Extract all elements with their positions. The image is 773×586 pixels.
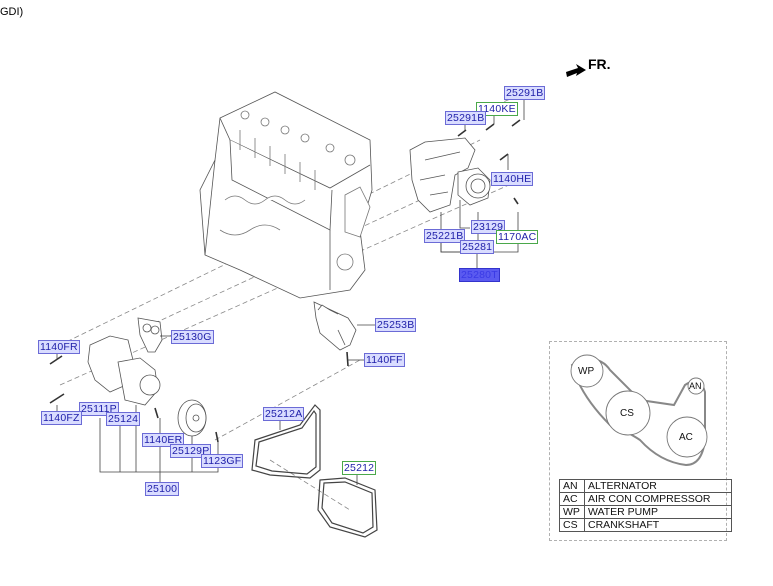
legend-row: CS CRANKSHAFT [559,518,732,532]
part-label-25253B[interactable]: 25253B [375,318,417,332]
part-label-25291B[interactable]: 25291B [445,111,487,125]
legend-name: CRANKSHAFT [584,518,732,532]
legend-name: WATER PUMP [584,505,732,519]
part-label-25130G[interactable]: 25130G [171,330,214,344]
legend-name: AIR CON COMPRESSOR [584,492,732,506]
gasket-drawing [137,317,163,353]
belt-routing-schematic [570,354,708,467]
pulley-label-ac: AC [679,432,693,443]
part-label-1140HE[interactable]: 1140HE [491,172,534,186]
legend-name: ALTERNATOR [584,479,732,493]
legend-abbr: AN [559,479,585,493]
part-label-25291B[interactable]: 25291B [504,86,546,100]
part-label-1140ER[interactable]: 1140ER [142,433,185,447]
drive-belt-drawing [251,404,378,538]
pulley-label-an: AN [689,381,702,391]
part-label-1140FZ[interactable]: 1140FZ [41,411,82,425]
pulley-legend-table: AN ALTERNATOR AC AIR CON COMPRESSOR WP W… [559,479,732,532]
tensioner-bracket-drawing [409,137,491,213]
water-pump-drawing [87,335,207,437]
part-label-25212A[interactable]: 25212A [263,407,305,421]
part-label-1123GF[interactable]: 1123GF [201,454,244,468]
pulley-label-cs: CS [620,408,634,419]
legend-abbr: WP [559,505,585,519]
part-label-1140FR[interactable]: 1140FR [38,340,80,354]
part-label-25100[interactable]: 25100 [145,482,180,496]
legend-row: WP WATER PUMP [559,505,732,519]
part-label-25212[interactable]: 25212 [342,461,377,475]
part-label-1170AC[interactable]: 1170AC [496,230,539,244]
legend-row: AN ALTERNATOR [559,479,732,493]
part-label-25281[interactable]: 25281 [460,240,495,254]
legend-row: AC AIR CON COMPRESSOR [559,492,732,506]
pulley-an [687,377,705,395]
part-label-25129P[interactable]: 25129P [170,444,212,458]
part-label-25124[interactable]: 25124 [106,412,141,426]
legend-abbr: CS [559,518,585,532]
pulley-ac [666,416,708,458]
front-direction-label: FR. [588,56,611,72]
part-label-25280T[interactable]: 25280T [459,268,500,282]
part-label-1140FF[interactable]: 1140FF [364,353,405,367]
bolts-drawing [49,119,521,443]
mount-bracket-drawing [313,301,357,351]
pulley-wp [570,354,604,388]
belt-diagram-frame [549,341,727,541]
page-caption: GDI) [0,6,24,18]
part-label-1140KE[interactable]: 1140KE [476,102,518,116]
pulley-label-wp: WP [578,366,595,377]
engine-block-drawing [199,91,373,299]
part-label-25221B[interactable]: 25221B [424,229,466,243]
front-direction-arrow-icon [566,64,586,77]
part-label-23129[interactable]: 23129 [471,220,506,234]
pulley-cs [605,390,651,436]
legend-abbr: AC [559,492,585,506]
